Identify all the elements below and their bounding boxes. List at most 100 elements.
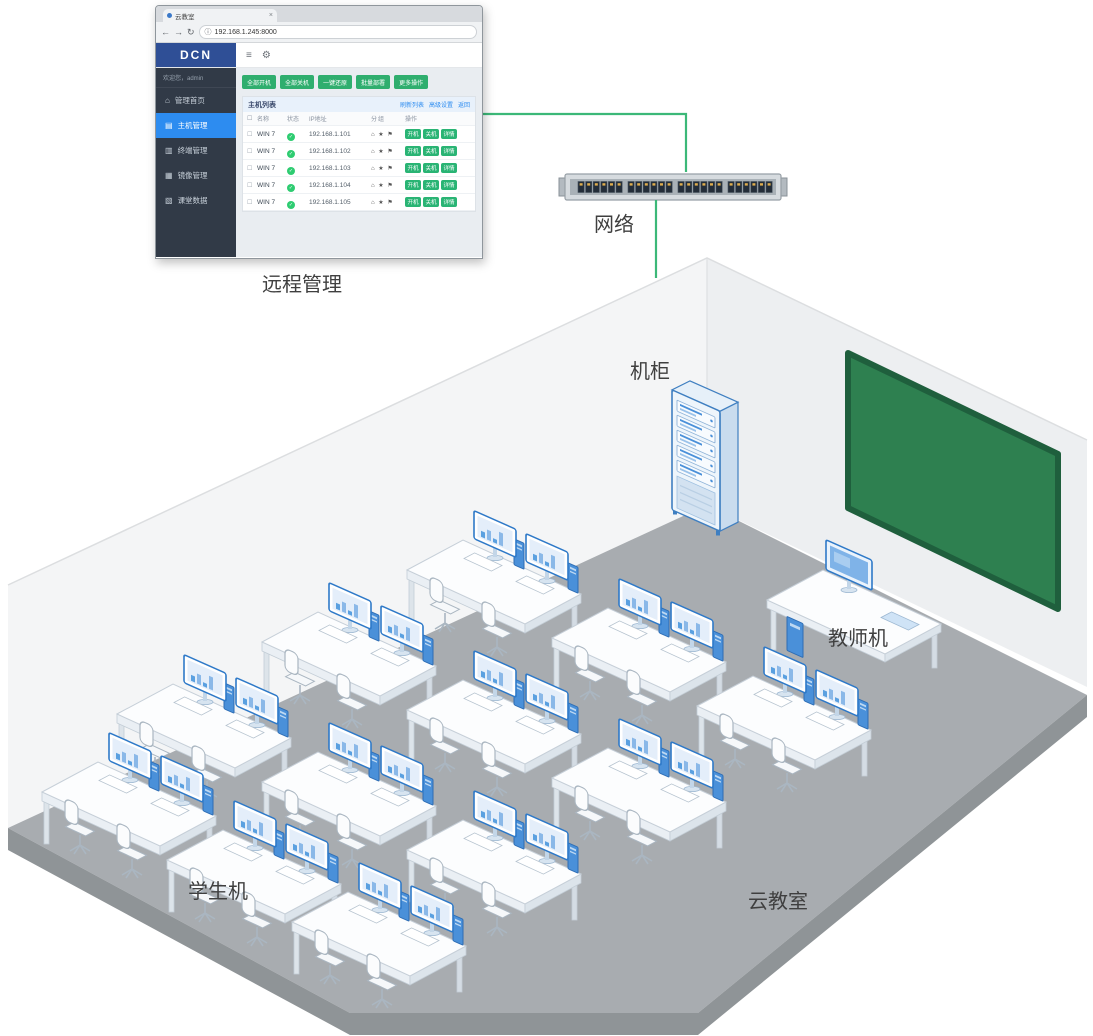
action-button[interactable]: 全部开机 [242,75,277,89]
host-action-button[interactable]: 关机 [423,163,440,173]
connection-line-browser-switch [478,112,688,172]
dcn-logo: DCN [156,43,236,67]
rack-foot [716,530,720,536]
host-action-button[interactable]: 开机 [405,129,422,139]
switch-port [642,181,650,193]
row-checkbox[interactable]: ☐ [247,131,253,138]
switch-port [765,181,773,193]
label-cabinet: 机柜 [630,360,670,383]
action-button[interactable]: 更多操作 [394,75,429,89]
row-checkbox[interactable]: ☐ [247,199,253,206]
host-action-button[interactable]: 开机 [405,197,422,207]
status-running-icon: ✓ [287,167,295,175]
port-pin [637,183,641,186]
rack-side [719,401,739,533]
refresh-icon[interactable]: ↻ [187,26,195,37]
port-pin [729,183,733,186]
action-button[interactable]: 批量部署 [356,75,391,89]
table-row[interactable]: ☐WIN 7✓192.168.1.105⌂ ★ ⚑开机关机详情 [243,194,475,211]
address-bar[interactable]: ⓘ 192.168.1.245:8000 [198,25,477,39]
port-pin [629,183,633,186]
action-button[interactable]: 全部关机 [280,75,315,89]
row-checkbox[interactable]: ☐ [247,182,253,189]
menu-icon[interactable]: ≡ [246,49,252,61]
switch-port [600,181,608,193]
switch-port [727,181,735,193]
tab-close-icon[interactable]: × [268,12,273,19]
host-action-button[interactable]: 开机 [405,146,422,156]
table-row[interactable]: ☐WIN 7✓192.168.1.104⌂ ★ ⚑开机关机详情 [243,177,475,194]
row-icons: ⌂ ★ ⚑ [371,165,394,172]
sidebar-item-label: 课堂数据 [177,196,208,205]
host-ip: 192.168.1.102 [309,147,351,155]
port-pin [744,183,748,186]
image-icon: ▦ [165,171,173,180]
row-actions: 开机关机详情 [405,197,471,207]
host-action-button[interactable]: 开机 [405,180,422,190]
host-action-button[interactable]: 关机 [423,197,440,207]
port-pin [694,183,698,186]
panel-link[interactable]: 高级设置 [428,103,453,109]
port-pin [644,183,648,186]
home-icon: ⌂ [165,96,170,105]
action-button[interactable]: 一键还原 [318,75,353,89]
row-actions: 开机关机详情 [405,129,471,139]
column-header: 状态 [287,117,300,123]
forward-icon[interactable]: → [174,27,183,37]
row-actions: 开机关机详情 [405,146,471,156]
port-pin [687,183,691,186]
sidebar-item-3[interactable]: ▥终端管理 [156,138,236,163]
sidebar-item-1[interactable]: ⌂管理首页 [156,88,236,113]
back-icon[interactable]: ← [161,27,170,37]
port-pin [602,183,606,186]
label-network: 网络 [594,213,634,236]
host-action-button[interactable]: 关机 [423,129,440,139]
port-pin [652,183,656,186]
browser-window: 云教室 × ← → ↻ ⓘ 192.168.1.245:8000 DCN ≡ ⚙… [155,5,483,259]
browser-tab[interactable]: 云教室 × [163,9,277,22]
select-all-checkbox[interactable]: ☐ [247,116,253,122]
port-pin [617,183,621,186]
page-info-icon[interactable]: ⓘ [204,29,212,36]
sidebar-item-5[interactable]: ▧课堂数据 [156,188,236,213]
switch-port [708,181,715,193]
host-action-button[interactable]: 关机 [423,146,440,156]
table-row[interactable]: ☐WIN 7✓192.168.1.101⌂ ★ ⚑开机关机详情 [243,126,475,143]
host-name: WIN 7 [257,198,276,206]
row-checkbox[interactable]: ☐ [247,148,253,155]
host-action-button[interactable]: 详情 [441,180,458,190]
host-action-button[interactable]: 详情 [441,129,458,139]
host-action-button[interactable]: 开机 [405,163,422,173]
label-classroom: 云教室 [748,890,808,913]
host-action-button[interactable]: 关机 [423,180,440,190]
table-row[interactable]: ☐WIN 7✓192.168.1.103⌂ ★ ⚑开机关机详情 [243,160,475,177]
host-name: WIN 7 [257,147,276,155]
host-action-button[interactable]: 详情 [441,163,458,173]
settings-gear-icon[interactable]: ⚙ [261,49,271,61]
row-icons: ⌂ ★ ⚑ [371,148,394,155]
switch-port [715,181,723,193]
port-pin [587,183,591,186]
sidebar-item-2[interactable]: ▤主机管理 [156,113,236,138]
network-switch [558,173,788,201]
sidebar-item-4[interactable]: ▦镜像管理 [156,163,236,188]
panel-link[interactable]: 返回 [457,103,470,109]
row-checkbox[interactable]: ☐ [247,165,253,172]
tab-title: 云教室 [175,13,195,21]
connections [478,112,688,278]
switch-port [742,181,750,193]
label-teacher-pc: 教师机 [828,627,888,650]
panel-link[interactable]: 刷新列表 [399,103,424,109]
app-header: DCN ≡ ⚙ [156,43,482,68]
port-pin [667,183,671,186]
host-action-button[interactable]: 详情 [441,197,458,207]
port-pin [737,183,741,186]
status-running-icon: ✓ [287,133,295,141]
row-icons: ⌂ ★ ⚑ [371,199,394,206]
table-row[interactable]: ☐WIN 7✓192.168.1.102⌂ ★ ⚑开机关机详情 [243,143,475,160]
port-pin [760,183,763,186]
port-pin [767,183,771,186]
host-action-button[interactable]: 详情 [441,146,458,156]
